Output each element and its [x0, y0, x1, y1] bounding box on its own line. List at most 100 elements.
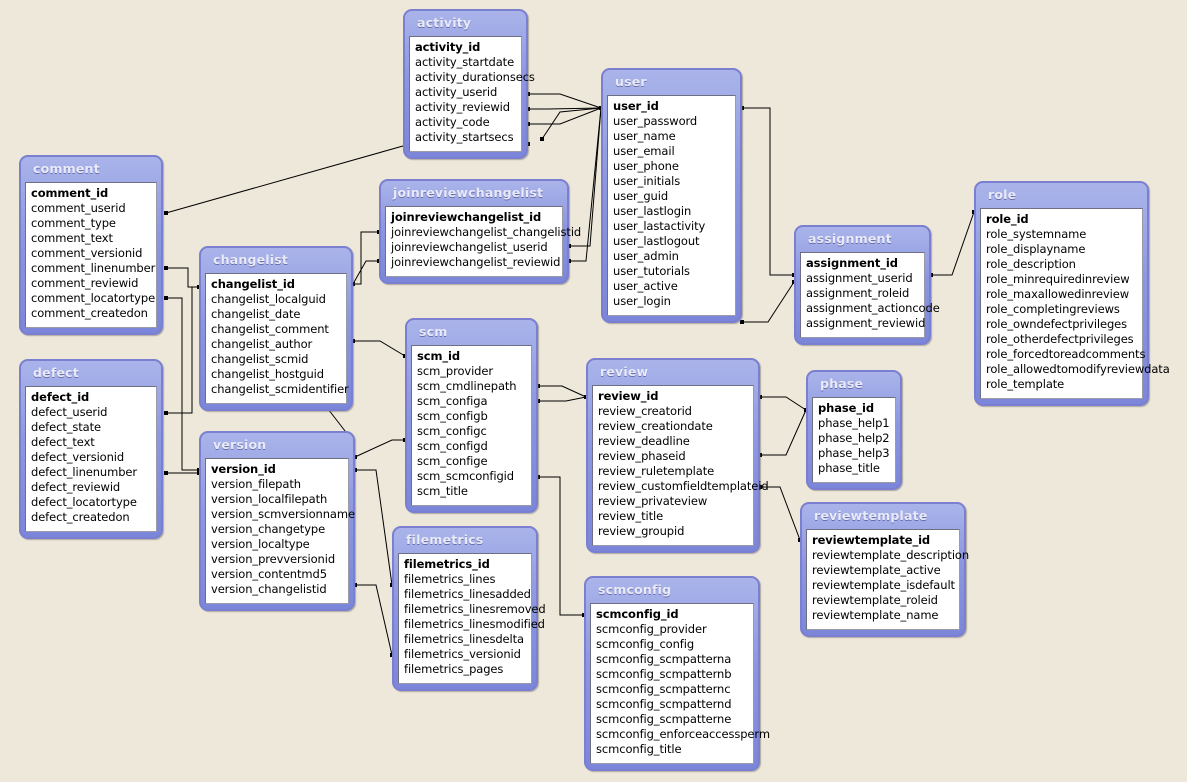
column-field: filemetrics_linesremoved [404, 602, 546, 616]
column-field: defect_state [31, 420, 102, 434]
primary-key-field: review_id [598, 389, 659, 403]
column-field: scmconfig_provider [596, 622, 707, 636]
column-field: reviewtemplate_active [812, 563, 941, 577]
primary-key-field: joinreviewchangelist_id [391, 210, 542, 224]
relationship-line [353, 231, 379, 285]
column-field: user_guid [613, 189, 669, 203]
column-field: scm_configc [417, 424, 487, 438]
column-field: comment_reviewid [31, 276, 139, 290]
column-field: filemetrics_linesdelta [404, 632, 524, 646]
column-field: phase_help3 [818, 446, 890, 460]
column-field: scmconfig_enforceaccessperm [596, 727, 770, 741]
column-field: role_otherdefectprivileges [986, 332, 1134, 346]
entity-title-defect: defect [33, 365, 79, 380]
relationship-line [742, 281, 795, 323]
column-field: filemetrics_linesmodified [404, 617, 545, 631]
column-field: scmconfig_scmpatternd [596, 697, 732, 711]
primary-key-field: filemetrics_id [404, 557, 490, 571]
relationship-line [538, 385, 587, 398]
relationship-line [528, 107, 602, 125]
column-field: scm_configb [417, 409, 488, 423]
relationship-line [931, 211, 975, 276]
entity-title-assignment: assignment [808, 231, 892, 246]
column-field: activity_code [415, 115, 490, 129]
column-field: comment_createdon [31, 306, 148, 320]
column-field: role_template [986, 377, 1065, 391]
column-field: joinreviewchangelist_userid [391, 240, 548, 254]
primary-key-field: phase_id [818, 401, 874, 415]
column-field: role_description [986, 257, 1076, 271]
column-field: scmconfig_scmpatternc [596, 682, 731, 696]
primary-key-field: comment_id [31, 186, 109, 200]
column-field: changelist_date [211, 307, 301, 321]
relationship-endpoint [740, 320, 744, 324]
column-field: version_changelistid [211, 582, 327, 596]
column-field: defect_userid [31, 405, 108, 419]
column-field: review_title [598, 509, 664, 523]
column-field: version_scmversionname [211, 507, 355, 521]
column-field: role_owndefectprivileges [986, 317, 1128, 331]
column-field: defect_linenumber [31, 465, 138, 479]
column-field: user_name [613, 129, 676, 143]
entity-title-filemetrics: filemetrics [406, 532, 484, 547]
primary-key-field: defect_id [31, 390, 90, 404]
column-field: user_lastlogout [613, 234, 700, 248]
column-field: reviewtemplate_description [812, 548, 970, 562]
relationship-line [538, 396, 587, 402]
relationship-line [355, 584, 393, 656]
entity-title-changelist: changelist [213, 252, 289, 267]
primary-key-field: assignment_id [806, 256, 898, 270]
relationship-line [742, 107, 794, 276]
column-field: assignment_roleid [806, 286, 910, 300]
column-field: user_phone [613, 159, 679, 173]
relationship-line [166, 267, 199, 288]
relationship-endpoint [164, 211, 168, 215]
column-field: review_phaseid [598, 449, 686, 463]
column-field: activity_startdate [415, 55, 515, 69]
column-field: reviewtemplate_isdefault [812, 578, 955, 592]
column-field: joinreviewchangelist_changelistid [391, 225, 582, 239]
column-field: review_customfieldtemplateid [598, 479, 769, 493]
relationship-line [353, 340, 406, 357]
column-field: changelist_scmid [211, 352, 309, 366]
primary-key-field: reviewtemplate_id [812, 533, 931, 547]
column-field: user_login [613, 294, 671, 308]
column-field: changelist_scmidentifier [211, 382, 349, 396]
relationship-line [760, 396, 807, 411]
column-field: review_ruletemplate [598, 464, 715, 478]
column-field: filemetrics_linesadded [404, 587, 531, 601]
column-field: user_password [613, 114, 698, 128]
column-field: review_privateview [598, 494, 708, 508]
column-field: version_localtype [211, 537, 310, 551]
entity-title-phase: phase [820, 376, 864, 391]
entity-title-scm: scm [419, 324, 448, 339]
column-field: defect_createdon [31, 510, 130, 524]
column-field: joinreviewchangelist_reviewid [391, 255, 561, 269]
entity-title-activity: activity [417, 15, 472, 30]
column-field: defect_reviewid [31, 480, 121, 494]
